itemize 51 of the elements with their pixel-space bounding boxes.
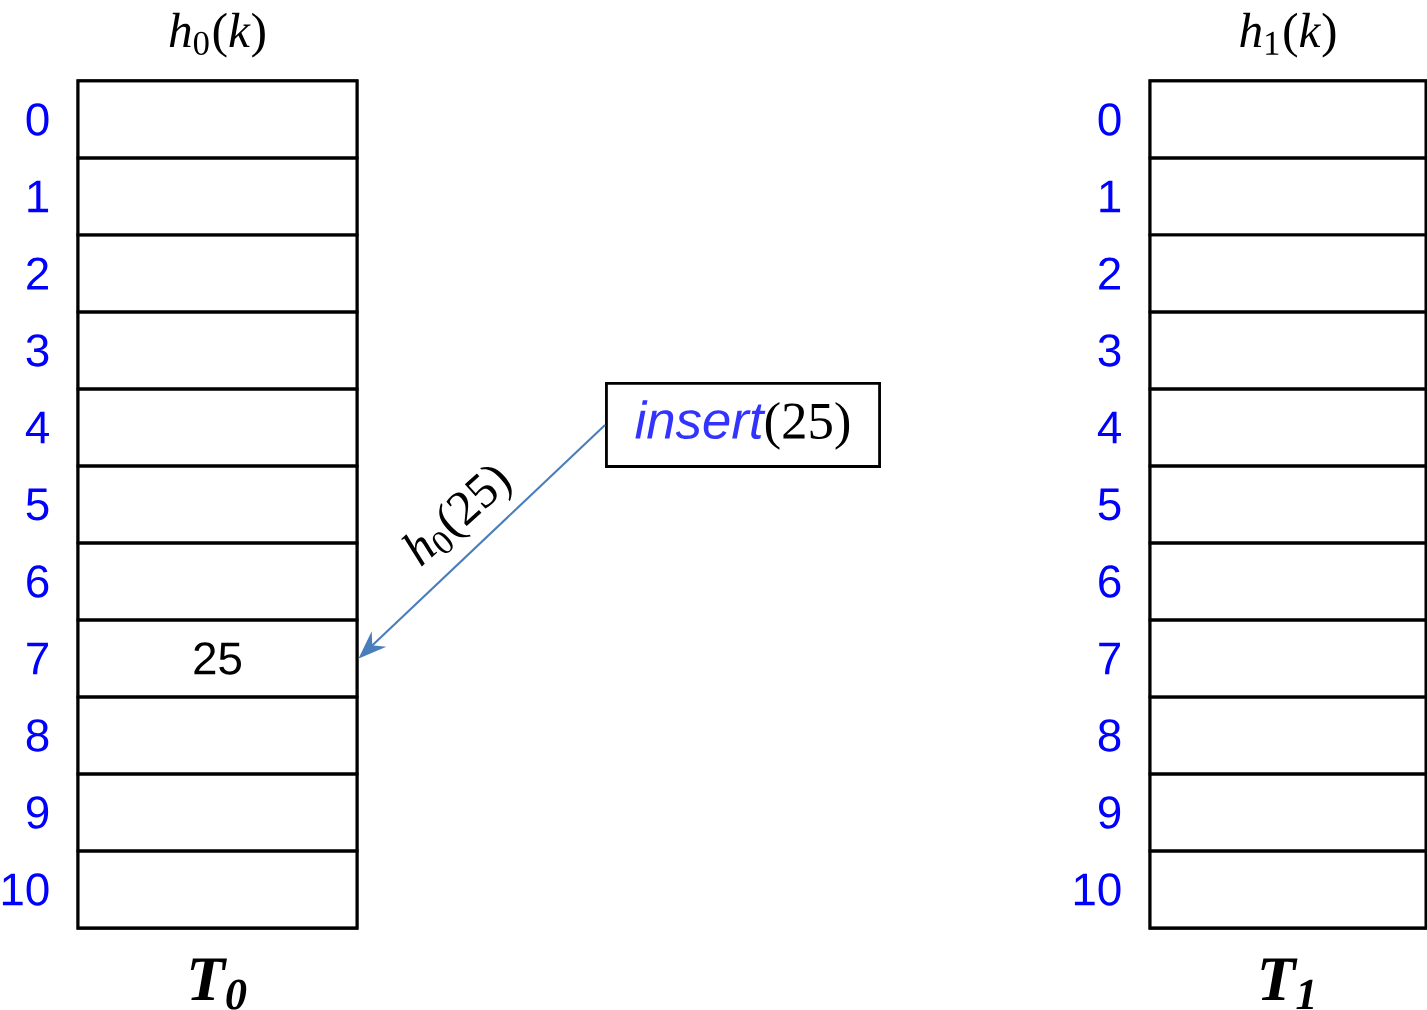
index-number: 5 bbox=[1098, 488, 1121, 521]
table-cell bbox=[76, 541, 359, 622]
table-cell bbox=[1148, 618, 1427, 699]
operation-box: insert(25) bbox=[605, 382, 881, 468]
table-cell bbox=[1148, 310, 1427, 391]
index-number: 9 bbox=[1099, 796, 1121, 829]
index-number: 2 bbox=[27, 257, 48, 290]
table-cell bbox=[1148, 695, 1427, 776]
table-cell bbox=[76, 387, 359, 468]
index-number: 4 bbox=[1097, 411, 1121, 444]
index-number: 2 bbox=[1099, 257, 1120, 290]
table-cell bbox=[1148, 79, 1427, 160]
node-label: h$_{0}$(k) bbox=[169, 12, 265, 58]
index-number: 7 bbox=[1099, 642, 1120, 675]
table-cell bbox=[76, 79, 359, 160]
table-cell bbox=[76, 695, 359, 776]
table-cell bbox=[76, 464, 359, 545]
index-number: 4 bbox=[25, 411, 49, 444]
table-cell bbox=[76, 310, 359, 391]
node-label: T$_{1}$ bbox=[1261, 958, 1314, 1010]
table-cell bbox=[1148, 541, 1427, 622]
table-cell bbox=[1148, 156, 1427, 237]
index-number: 8 bbox=[26, 719, 49, 752]
node-label: h$_{1}$(k) bbox=[1240, 12, 1336, 58]
table-cell bbox=[1148, 464, 1427, 545]
index-number: 3 bbox=[1098, 334, 1121, 367]
index-number: 0 bbox=[1098, 103, 1121, 136]
index-number: 6 bbox=[1099, 565, 1121, 598]
index-number: 7 bbox=[27, 642, 48, 675]
table-cell bbox=[1148, 233, 1427, 314]
table-cell bbox=[1148, 772, 1427, 853]
hash-table: h$_{1}$(k) T$_{1}$ bbox=[1148, 12, 1427, 1010]
index-number: 1 bbox=[28, 180, 49, 213]
table-cell bbox=[76, 849, 359, 930]
index-number: 0 bbox=[26, 103, 49, 136]
index-number: 8 bbox=[1098, 719, 1121, 752]
index-number: 10 bbox=[1074, 873, 1121, 906]
index-number: 1 bbox=[1100, 180, 1121, 213]
index-number: 10 bbox=[2, 873, 49, 906]
index-number: 5 bbox=[26, 488, 49, 521]
edge-label: h$_{0}$(25) bbox=[401, 467, 512, 567]
table-cell bbox=[76, 233, 359, 314]
index-number: 6 bbox=[27, 565, 49, 598]
index-number: 3 bbox=[26, 334, 49, 367]
index-number: 9 bbox=[27, 796, 49, 829]
table-cell bbox=[1148, 387, 1427, 468]
table-cell bbox=[76, 772, 359, 853]
table-cell bbox=[1148, 849, 1427, 930]
table-cell bbox=[76, 156, 359, 237]
table-cell: 25 bbox=[76, 618, 359, 699]
node-label: T$_{0}$ bbox=[190, 958, 247, 1010]
